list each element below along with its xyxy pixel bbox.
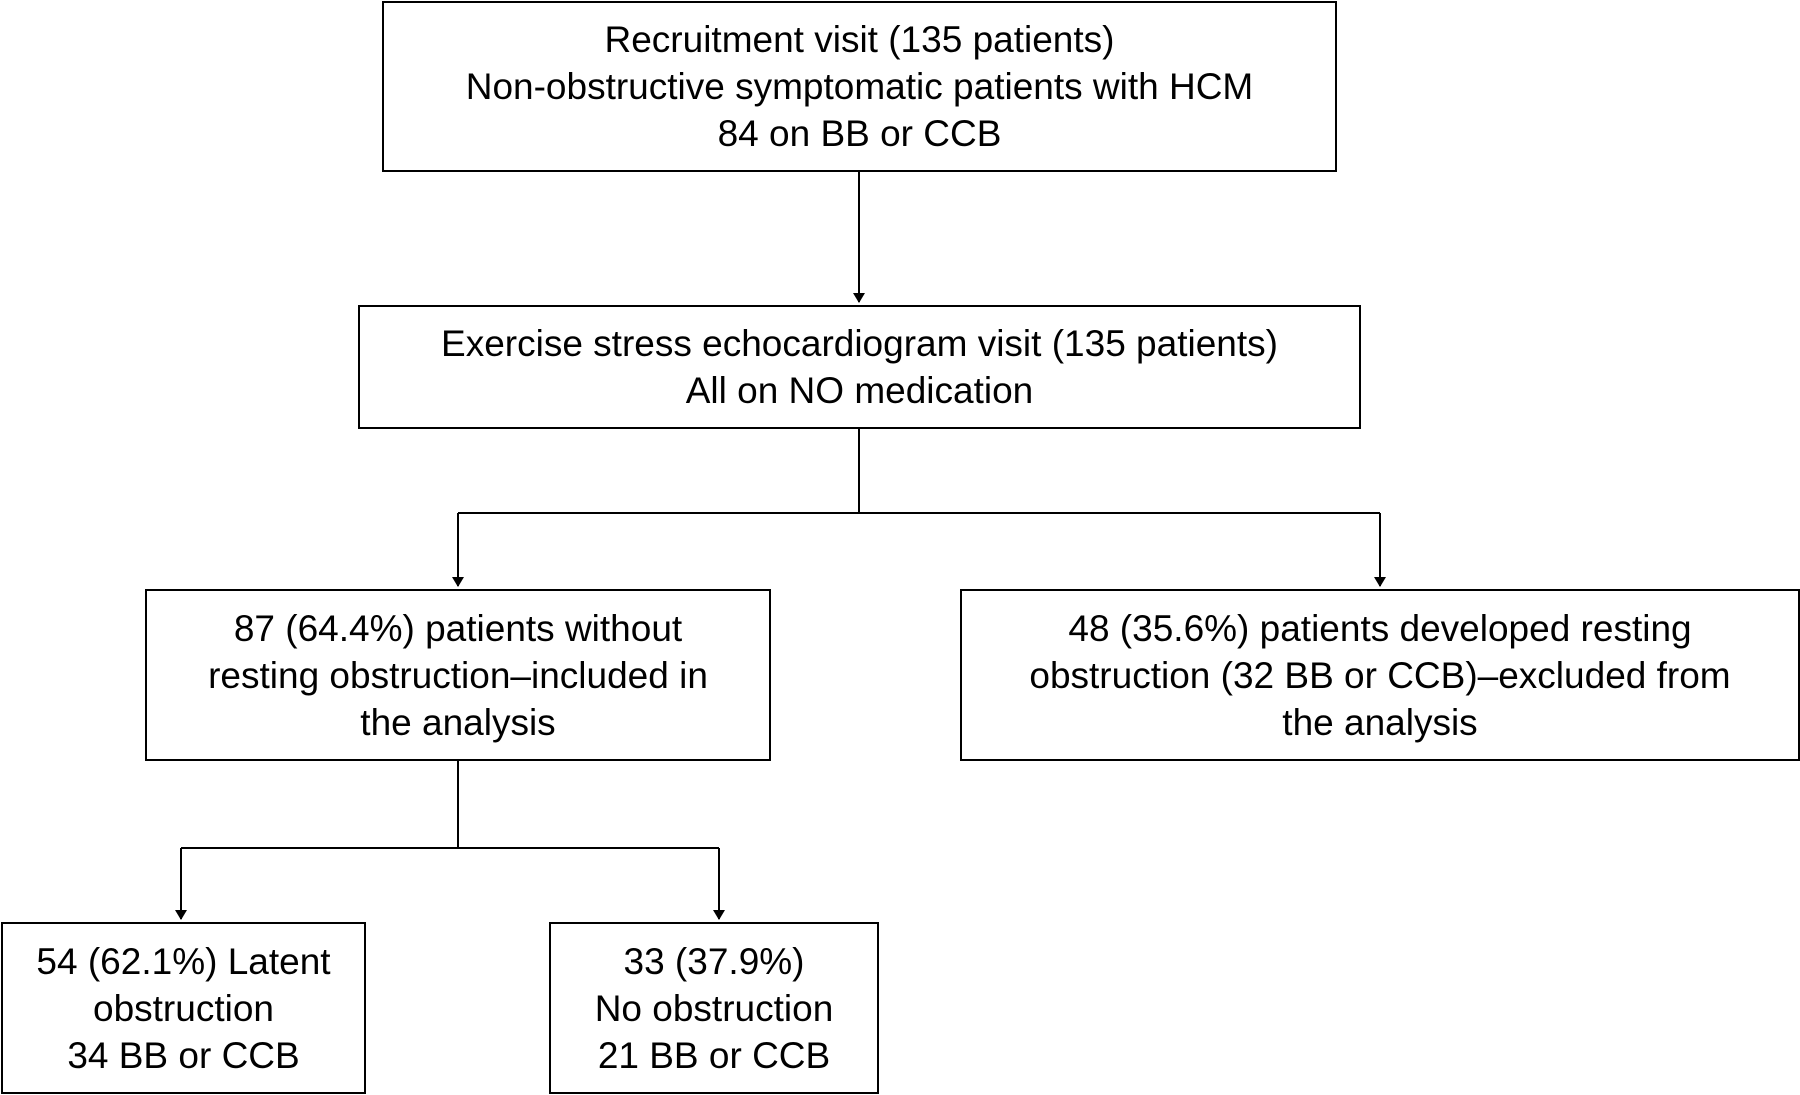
no-obstruction-line-2: No obstruction xyxy=(594,987,834,1029)
recruitment-line-2: Non-obstructive symptomatic patients wit… xyxy=(465,66,1254,107)
developed-line-3: the analysis xyxy=(1282,701,1478,743)
latent-line-1: 54 (62.1%) Latent xyxy=(36,940,331,982)
without-line-2: resting obstruction–included in xyxy=(208,654,708,696)
no-obstruction-box: 33 (37.9%) No obstruction 21 BB or CCB xyxy=(549,922,879,1094)
without-line-3: the analysis xyxy=(360,701,556,743)
exercise-echo-visit-box: Exercise stress echocardiogram visit (13… xyxy=(358,305,1361,429)
developed-obstruction-box: 48 (35.6%) patients developed resting ob… xyxy=(960,589,1800,761)
no-obstruction-line-3: 21 BB or CCB xyxy=(597,1034,831,1076)
developed-line-2: obstruction (32 BB or CCB)–excluded from xyxy=(1029,654,1731,696)
no-obstruction-line-1: 33 (37.9%) xyxy=(623,940,805,982)
recruitment-line-3: 84 on BB or CCB xyxy=(717,113,1002,154)
latent-line-3: 34 BB or CCB xyxy=(67,1034,300,1076)
developed-line-1: 48 (35.6%) patients developed resting xyxy=(1068,607,1692,649)
without-obstruction-box: 87 (64.4%) patients without resting obst… xyxy=(145,589,771,761)
recruitment-visit-box: Recruitment visit (135 patients) Non-obs… xyxy=(382,1,1337,172)
exercise-line-2: All on NO medication xyxy=(685,370,1034,411)
latent-obstruction-box: 54 (62.1%) Latent obstruction 34 BB or C… xyxy=(1,922,366,1094)
without-line-1: 87 (64.4%) patients without xyxy=(233,607,683,649)
latent-line-2: obstruction xyxy=(93,987,274,1029)
exercise-line-1: Exercise stress echocardiogram visit (13… xyxy=(441,323,1278,364)
recruitment-line-1: Recruitment visit (135 patients) xyxy=(604,19,1115,60)
